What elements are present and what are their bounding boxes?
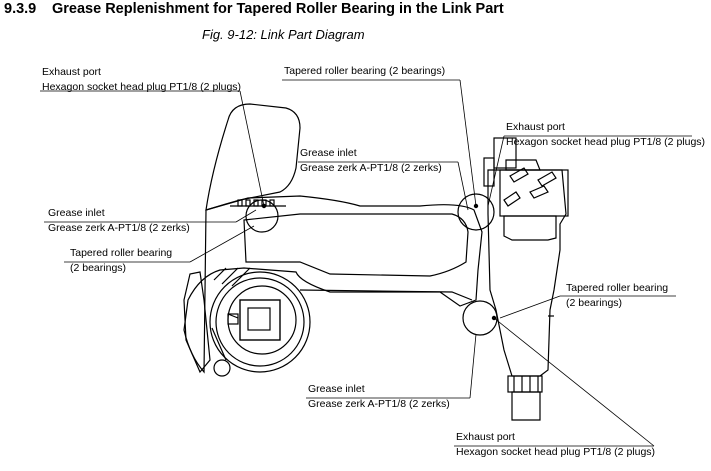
callout-detail: Grease zerk A-PT1/8 (2 zerks) <box>48 222 190 234</box>
left-joint-boss <box>239 299 281 341</box>
left-bolt <box>213 359 231 377</box>
left-base <box>183 271 211 374</box>
callout-title: Exhaust port <box>506 121 565 133</box>
callout-exhaust-right-top: Exhaust port Hexagon socket head plug PT… <box>506 121 705 149</box>
callout-detail: Hexagon socket head plug PT1/8 (2 plugs) <box>42 81 242 93</box>
callout-detail: Grease zerk A-PT1/8 (2 zerks) <box>308 398 450 410</box>
callout-detail: Grease zerk A-PT1/8 (2 zerks) <box>300 162 442 174</box>
figure-caption: Fig. 9-12: Link Part Diagram <box>202 27 365 42</box>
callout-exhaust-left: Exhaust port Hexagon socket head plug PT… <box>42 66 241 94</box>
callout-title: Tapered roller bearing <box>70 247 173 259</box>
section-title: Grease Replenishment for Tapered Roller … <box>52 1 504 17</box>
right-upper-bearing <box>457 193 495 231</box>
link-inner-edge <box>243 213 469 277</box>
callout-bearing-left: Tapered roller bearing (2 bearings) <box>70 247 172 275</box>
callout-detail: (2 bearings) <box>70 262 127 274</box>
section-heading: 9.3.9 Grease Replenishment for Tapered Ro… <box>4 1 504 17</box>
callout-exhaust-bottom: Exhaust port Hexagon socket head plug PT… <box>456 431 655 459</box>
callout-bearing-right: Tapered roller bearing (2 bearings) <box>566 282 668 310</box>
callout-grease-inlet-left: Grease inlet Grease zerk A-PT1/8 (2 zerk… <box>48 207 190 235</box>
left-joint-ring <box>215 277 305 367</box>
upper-arm <box>205 103 301 211</box>
callout-grease-inlet-bottom: Grease inlet Grease zerk A-PT1/8 (2 zerk… <box>308 383 450 411</box>
callout-bearing-top: Tapered roller bearing (2 bearings) <box>284 65 445 78</box>
callout-title: Tapered roller bearing <box>566 282 669 294</box>
callout-title: Exhaust port <box>42 66 101 78</box>
callout-detail: Hexagon socket head plug PT1/8 (2 plugs) <box>506 136 706 148</box>
link-body <box>183 195 483 374</box>
callout-title: Grease inlet <box>48 207 105 219</box>
callout-detail: (2 bearings) <box>566 297 623 309</box>
callout-grease-inlet-center: Grease inlet Grease zerk A-PT1/8 (2 zerk… <box>300 147 442 175</box>
callout-title: Tapered roller bearing (2 bearings) <box>284 65 446 77</box>
section-number: 9.3.9 <box>4 1 37 17</box>
callout-title: Grease inlet <box>308 383 365 395</box>
right-column <box>487 169 567 377</box>
link-lower-edge <box>299 289 473 301</box>
callout-detail: Hexagon socket head plug PT1/8 (2 plugs) <box>456 446 656 458</box>
callout-title: Exhaust port <box>456 431 515 443</box>
left-joint-outer <box>209 271 311 373</box>
left-joint-boss-inner <box>247 307 271 331</box>
callout-title: Grease inlet <box>300 147 357 159</box>
